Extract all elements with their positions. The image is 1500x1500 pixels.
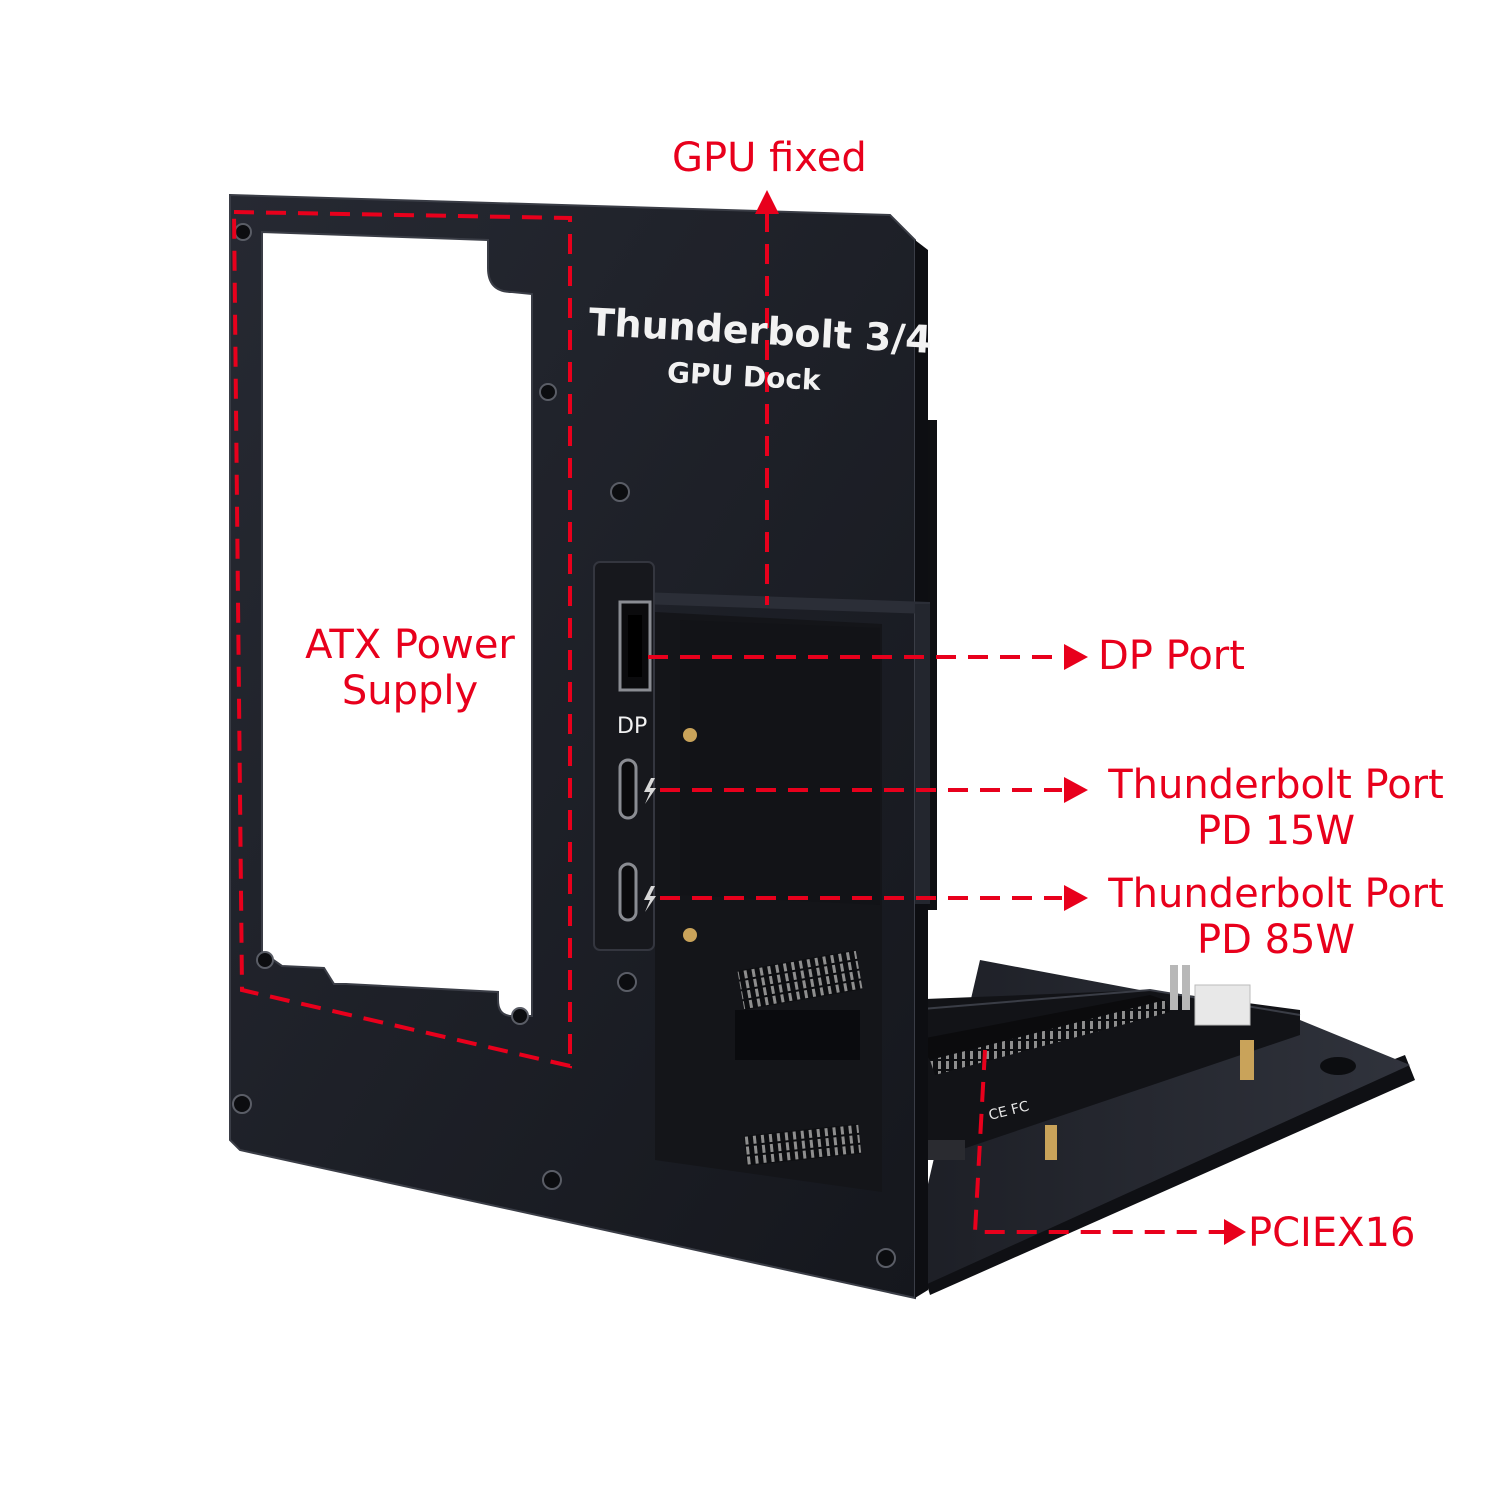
arrow-right-icon	[1064, 885, 1088, 911]
thunderbolt-port-1-label: Thunderbolt Port PD 15W	[1100, 762, 1452, 854]
atx-label-line1: ATX Power	[305, 622, 515, 668]
dp-port-label-callout: DP Port	[1098, 633, 1245, 679]
base-screw	[1320, 1057, 1356, 1075]
thunderbolt-icon	[644, 778, 656, 804]
pciex16-label: PCIEX16	[1248, 1210, 1416, 1256]
thunderbolt-port-2-label: Thunderbolt Port PD 85W	[1100, 871, 1452, 963]
front-panel	[229, 193, 930, 1300]
arrow-up-icon	[755, 190, 779, 214]
gpu-fixed-label: GPU fixed	[672, 135, 867, 181]
annotation-arrows	[755, 190, 1246, 1245]
atx-dashed-outline	[231, 209, 572, 1069]
pcie-board: CE FC	[900, 965, 1301, 1160]
annotation-overlay	[231, 209, 1228, 1234]
tb2-line2: PD 85W	[1196, 917, 1356, 963]
dp-port-label: DP	[617, 714, 648, 739]
thunderbolt-port-2	[618, 862, 638, 922]
thunderbolt-icon	[644, 886, 656, 912]
dp-port	[618, 600, 652, 692]
tb1-line2: PD 15W	[1196, 808, 1356, 854]
atx-power-supply-label: ATX Power Supply	[290, 622, 530, 714]
arrow-right-icon	[1224, 1219, 1246, 1245]
arrow-right-icon	[1064, 777, 1088, 803]
tb1-line1: Thunderbolt Port	[1108, 762, 1444, 808]
thunderbolt-port-1	[618, 758, 638, 820]
tb2-line1: Thunderbolt Port	[1108, 871, 1444, 917]
arrow-right-icon	[1064, 644, 1088, 670]
atx-label-line2: Supply	[341, 668, 479, 714]
